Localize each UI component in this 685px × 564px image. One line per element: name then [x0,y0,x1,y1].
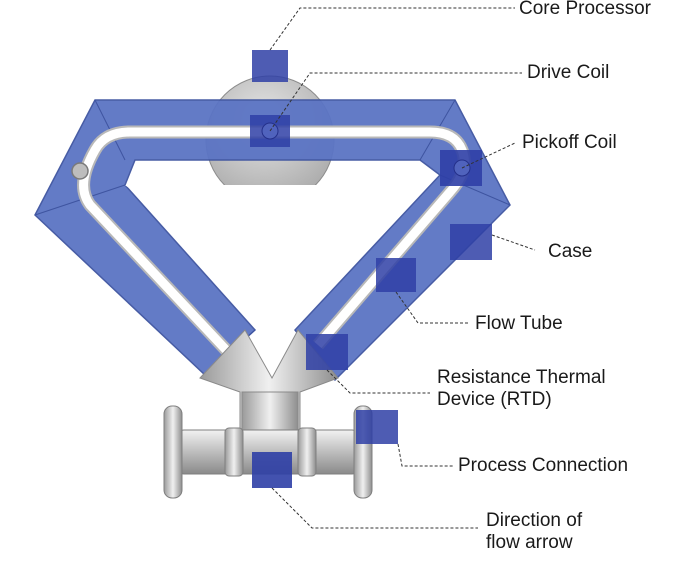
direction-arrow-marker [252,452,292,488]
rtd-marker [306,334,348,370]
label-direction-line2: flow arrow [486,532,573,553]
process-connection-marker [356,410,398,444]
tube-end-cap-icon [71,162,89,180]
markers [250,50,492,488]
label-pickoff-coil: Pickoff Coil [522,132,617,153]
label-core-processor: Core Processor [519,0,651,19]
label-direction-of-flow-arrow: Direction of flow arrow [486,510,582,554]
label-rtd-line1: Resistance Thermal [437,367,606,388]
label-direction-line1: Direction of [486,510,583,531]
core-processor-marker [252,50,288,82]
label-rtd-line2: Device (RTD) [437,389,552,410]
manifold [199,329,339,431]
label-rtd: Resistance Thermal Device (RTD) [437,367,606,411]
case-marker [450,224,492,260]
leader-lines [269,7,536,529]
label-process-connection: Process Connection [458,455,629,476]
label-drive-coil: Drive Coil [527,62,610,83]
label-case: Case [548,241,593,262]
label-flow-tube: Flow Tube [475,313,563,334]
flow-tube-marker [376,258,416,292]
